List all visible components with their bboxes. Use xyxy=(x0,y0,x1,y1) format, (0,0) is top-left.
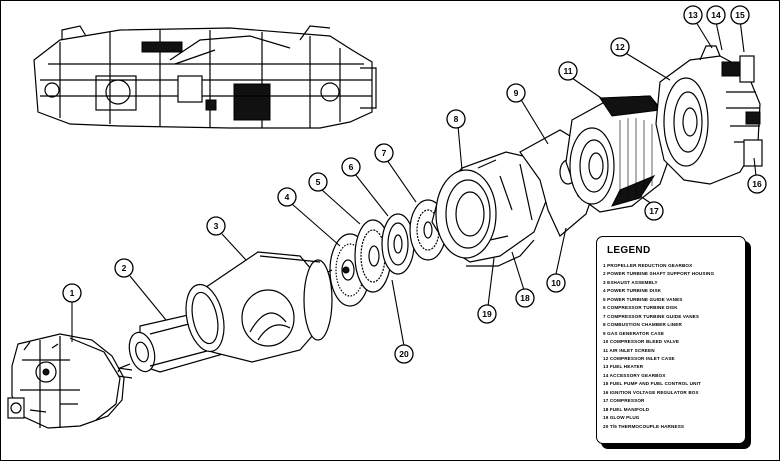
callout-7: 7 xyxy=(374,143,394,163)
legend-item: 13 FUEL HEATER xyxy=(603,364,644,370)
callout-9: 9 xyxy=(506,83,526,103)
svg-text:12: 12 xyxy=(615,42,625,52)
legend-item: 2 POWER TURBINE SHAFT SUPPORT HOUSING xyxy=(603,271,715,277)
callout-1: 1 xyxy=(62,283,82,303)
svg-text:5: 5 xyxy=(316,177,321,187)
svg-text:10: 10 xyxy=(551,278,561,288)
callout-18: 18 xyxy=(515,288,535,308)
callout-6: 6 xyxy=(341,157,361,177)
svg-text:8: 8 xyxy=(454,114,459,124)
callout-16: 16 xyxy=(747,174,767,194)
svg-text:19: 19 xyxy=(482,309,492,319)
legend-item: 6 COMPRESSOR TURBINE DISK xyxy=(603,305,678,311)
legend-item: 4 POWER TURBINE DISK xyxy=(603,288,662,294)
legend-item: 14 ACCESSORY GEARBOX xyxy=(603,372,666,378)
svg-text:4: 4 xyxy=(285,192,290,202)
svg-text:17: 17 xyxy=(649,206,659,216)
legend-item: 17 COMPRESSOR xyxy=(603,398,645,404)
svg-text:6: 6 xyxy=(349,162,354,172)
svg-text:14: 14 xyxy=(711,10,721,20)
legend-item: 8 COMBUSTION CHAMBER LINER xyxy=(603,322,682,328)
svg-text:18: 18 xyxy=(520,293,530,303)
callout-15: 15 xyxy=(730,5,750,25)
callout-19: 19 xyxy=(477,304,497,324)
callout-10: 10 xyxy=(546,273,566,293)
callout-8: 8 xyxy=(446,109,466,129)
legend-item: 19 GLOW PLUG xyxy=(603,415,640,421)
svg-text:3: 3 xyxy=(214,221,219,231)
callout-20: 20 xyxy=(394,344,414,364)
part-air-inlet-screen xyxy=(565,95,673,213)
callout-5: 5 xyxy=(308,172,328,192)
legend-item: 16 IGNITION VOLTAGE REGULATOR BOX xyxy=(603,389,699,395)
legend-item: 18 FUEL MANIFOLD xyxy=(603,406,650,412)
legend-item: 5 POWER TURBINE GUIDE VANES xyxy=(603,296,683,302)
callout-2: 2 xyxy=(114,258,134,278)
callout-14: 14 xyxy=(706,5,726,25)
legend-item: 7 COMPRESSOR TURBINE GUIDE VANES xyxy=(603,313,700,319)
part-compressor-turbine-disk xyxy=(381,213,415,275)
part-exhaust-assembly xyxy=(185,251,333,363)
svg-text:11: 11 xyxy=(564,66,573,76)
part-propeller-reduction-gearbox xyxy=(7,333,133,429)
callout-3: 3 xyxy=(206,216,226,236)
callout-4: 4 xyxy=(277,187,297,207)
legend-item: 10 COMPRESSOR BLEED VALVE xyxy=(603,339,680,345)
callout-12: 12 xyxy=(610,37,630,57)
svg-text:15: 15 xyxy=(735,10,745,20)
legend-item: 11 AIR INLET SCREEN xyxy=(603,347,655,353)
part-compressor-inlet-case-and-accessory-gearbox xyxy=(655,45,763,185)
legend-item: 9 GAS GENERATOR CASE xyxy=(603,330,665,336)
svg-text:20: 20 xyxy=(399,349,409,359)
legend-item: 1 PROPELLER REDUCTION GEARBOX xyxy=(603,263,693,268)
leader-lines xyxy=(71,19,757,347)
legend-item: 15 FUEL PUMP AND FUEL CONTROL UNIT xyxy=(603,381,702,387)
legend-box: LEGEND 1 PROPELLER REDUCTION GEARBOX 2 P… xyxy=(596,236,746,444)
svg-text:9: 9 xyxy=(514,88,519,98)
callout-17: 17 xyxy=(644,201,664,221)
svg-text:16: 16 xyxy=(752,179,762,189)
legend-title: LEGEND xyxy=(607,245,651,256)
callout-13: 13 xyxy=(683,5,703,25)
assembled-engine-illustration xyxy=(33,25,377,129)
svg-text:2: 2 xyxy=(122,263,127,273)
legend-item: 3 EXHAUST ASSEMBLY xyxy=(603,279,658,285)
svg-text:13: 13 xyxy=(688,10,698,20)
legend-item: 12 COMPRESSOR INLET CASE xyxy=(603,355,675,361)
svg-text:1: 1 xyxy=(70,288,75,298)
part-combustion-chamber-liner xyxy=(431,151,549,263)
legend-item: 20 T/5 THERMOCOUPLE HARNESS xyxy=(603,423,685,429)
legend-list: 1 PROPELLER REDUCTION GEARBOX 2 POWER TU… xyxy=(603,262,739,431)
svg-text:7: 7 xyxy=(382,148,387,158)
callout-11: 11 xyxy=(558,61,578,81)
